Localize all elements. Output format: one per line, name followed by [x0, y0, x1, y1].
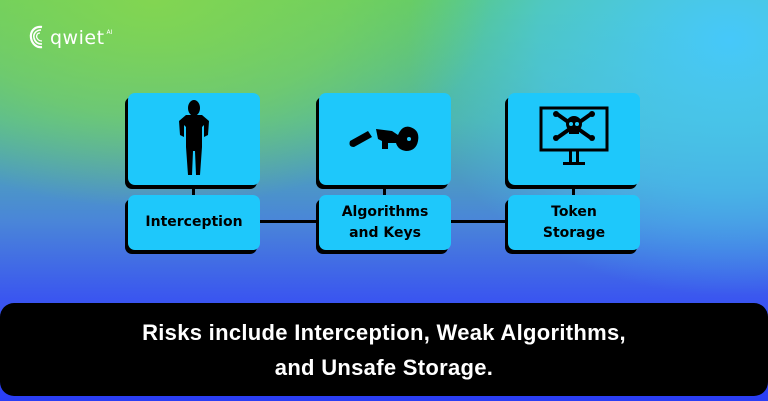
interception-icon-card — [128, 93, 260, 185]
token-storage-icon-card — [508, 93, 640, 185]
caption-line-2: and Unsafe Storage. — [274, 354, 494, 380]
connector-vertical-3 — [572, 185, 575, 195]
algorithms-label-card: Algorithms and Keys — [319, 195, 451, 250]
connector-horizontal-1 — [260, 220, 319, 223]
qwiet-swirl-icon — [29, 25, 43, 49]
node-label-line: and Keys — [349, 224, 421, 241]
connector-horizontal-2 — [451, 220, 508, 223]
broken-key-icon — [349, 126, 419, 151]
brand-wordmark: qwiet — [50, 27, 105, 49]
caption-banner: Risks include Interception, Weak Algorit… — [0, 303, 768, 396]
node-label: Interception — [145, 214, 243, 230]
caption-line-1: Risks include Interception, Weak Algorit… — [142, 319, 626, 345]
monitor-skull-icon — [539, 106, 609, 165]
algorithms-icon-card — [319, 93, 451, 185]
connector-vertical-2 — [383, 185, 386, 195]
connector-vertical-1 — [192, 185, 195, 195]
hacker-figure-icon — [179, 100, 209, 175]
qwiet-ai-logo: qwiet AI — [28, 24, 112, 50]
node-label-line: Storage — [542, 224, 606, 241]
token-storage-label-card: Token Storage — [508, 195, 640, 250]
interception-label-card: Interception — [128, 195, 260, 250]
node-label-line: Token — [551, 203, 597, 220]
brand-suffix: AI — [106, 29, 113, 36]
node-label-line: Algorithms — [341, 203, 429, 220]
